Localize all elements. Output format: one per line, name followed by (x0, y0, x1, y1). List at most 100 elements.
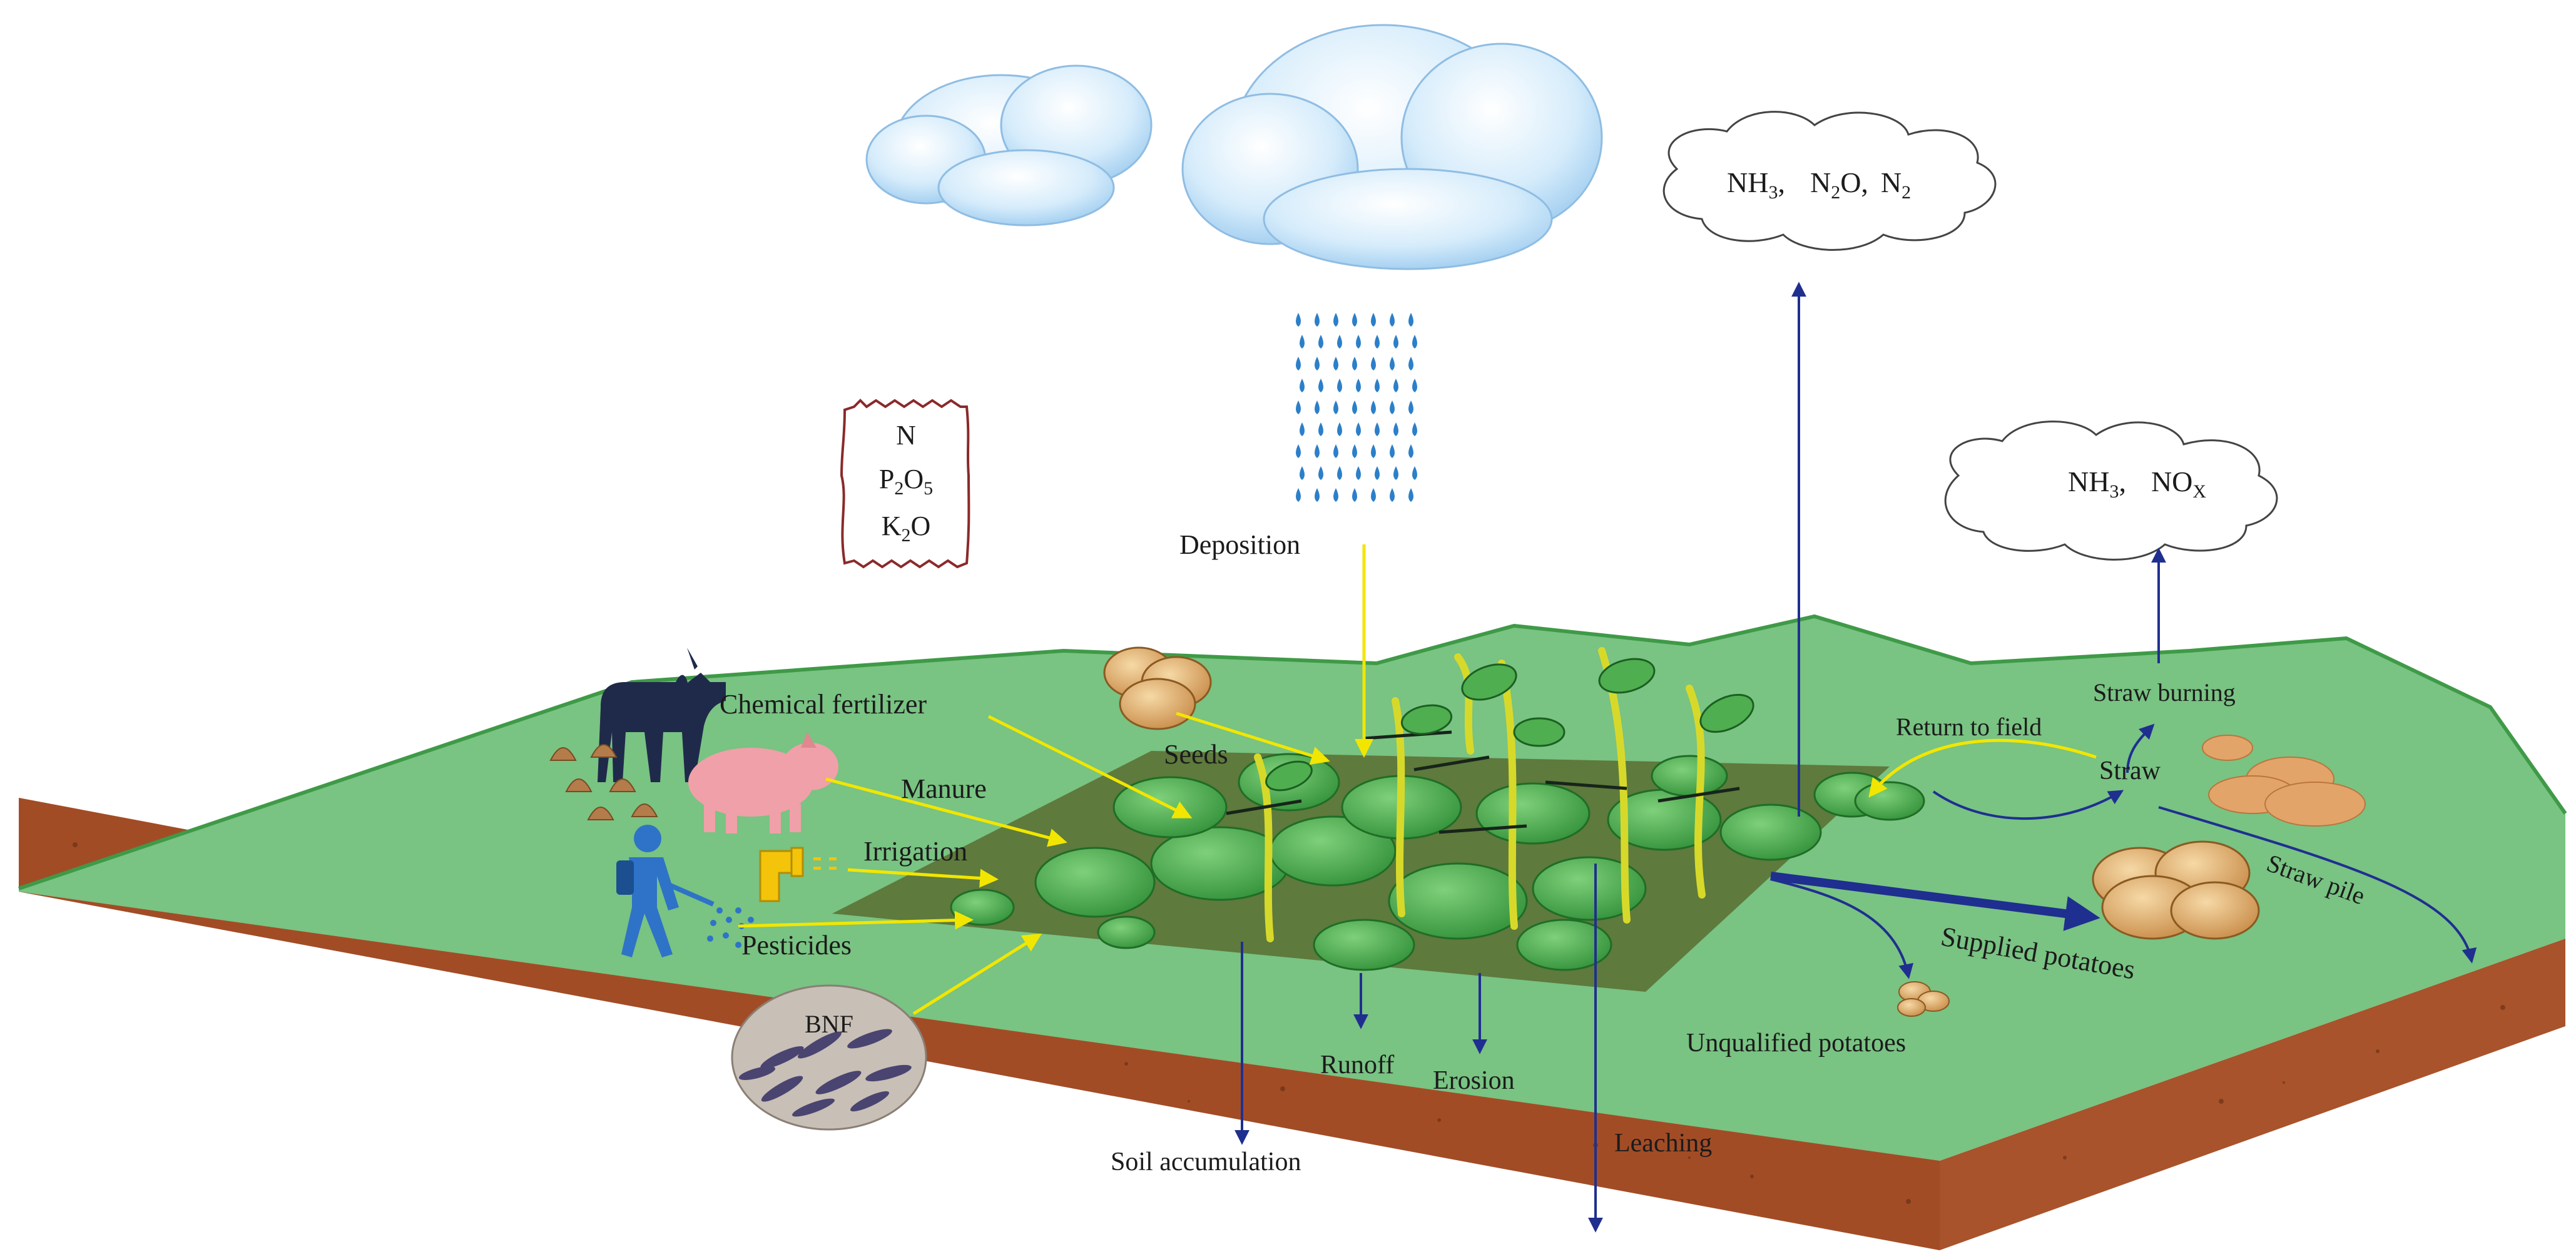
pesticides-label: Pesticides (741, 930, 852, 961)
soil-accumulation-label: Soil accumulation (1111, 1148, 1301, 1176)
return-to-field-label: Return to field (1896, 713, 2042, 741)
rain-drop (1352, 313, 1357, 327)
pig-icon (688, 732, 838, 833)
straw-label: Straw (2099, 757, 2161, 785)
rain-drop (1412, 335, 1417, 349)
output-arrows (1235, 282, 2477, 1233)
bag-n-label: N (896, 420, 916, 451)
rain-drop (1371, 444, 1376, 458)
rain-drop (1296, 357, 1301, 370)
rain-drop (1315, 444, 1320, 458)
rain-drop (1412, 422, 1417, 436)
rain-drop (1296, 313, 1301, 327)
emission-cloud-side (1944, 421, 2278, 561)
rain-drop (1333, 488, 1338, 502)
return-to-field-arrow (1868, 738, 2097, 798)
rain-drop (1315, 488, 1320, 502)
rain-drop (1408, 313, 1413, 327)
runoff-label: Runoff (1320, 1051, 1394, 1079)
rain-drop (1371, 313, 1376, 327)
rain-drop (1393, 335, 1398, 349)
rain-drop (1300, 466, 1305, 480)
rain-drop (1352, 444, 1357, 458)
bnf-label: BNF (805, 1010, 853, 1038)
manure-piles-icon (549, 744, 658, 820)
rain-drop (1371, 357, 1376, 370)
rain-drop (1375, 466, 1380, 480)
bnf-arrow (912, 933, 1042, 1016)
goat-icon (598, 648, 726, 782)
manure-label: Manure (901, 773, 987, 804)
chemical-fertilizer-label: Chemical fertilizer (720, 689, 927, 720)
rain-drop (1337, 422, 1342, 436)
rain-drop (1375, 379, 1380, 392)
supplied-potatoes-arrow (1770, 872, 2100, 931)
unqualified-potatoes-icon (1897, 981, 1950, 1017)
rain-drops (1296, 313, 1417, 502)
rain-drop (1300, 379, 1305, 392)
rain-drop (1408, 400, 1413, 414)
rain-drop (1356, 466, 1361, 480)
fertilizer-bag-icon (840, 399, 970, 569)
rain-drop (1337, 379, 1342, 392)
irrigation-arrow (847, 868, 999, 888)
unqualified-arrow (1770, 878, 1913, 979)
rain-drop (1393, 466, 1398, 480)
bag-k2o-label: K2O (882, 511, 931, 546)
input-arrows (738, 544, 2097, 1016)
rain-drop (1412, 466, 1417, 480)
pesticides-arrow (738, 910, 974, 930)
irrigation-pipe-icon (759, 847, 804, 902)
rain-drop (1315, 400, 1320, 414)
rain-drop (1333, 400, 1338, 414)
straw-flow-arrow (1932, 790, 2124, 820)
supplied-potatoes-icon (2092, 840, 2260, 940)
rain-drop (1318, 422, 1323, 436)
straw-pile-icon (2202, 735, 2366, 827)
emission-cloud-main (1662, 111, 1997, 251)
rain-drop (1333, 357, 1338, 370)
seeds-arrow (1176, 711, 1330, 765)
seeds-label: Seeds (1164, 739, 1228, 770)
rain-drop (1393, 422, 1398, 436)
leaching-label: Leaching (1614, 1129, 1712, 1158)
manure-arrow (825, 777, 1067, 847)
rain-drop (1393, 379, 1398, 392)
rain-drop (1333, 444, 1338, 458)
rain-drop (1296, 444, 1301, 458)
rain-drop (1408, 488, 1413, 502)
straw-burning-label: Straw burning (2093, 678, 2236, 706)
rain-drop (1337, 335, 1342, 349)
bnf-bacteria-icon (731, 984, 927, 1131)
seed-potatoes-icon (1103, 646, 1212, 730)
straw-burning-arrow (2126, 723, 2155, 773)
rain-cloud-large (1181, 24, 1603, 270)
rain-drop (1390, 488, 1395, 502)
rain-drop (1337, 466, 1342, 480)
deposition-label: Deposition (1179, 529, 1300, 560)
irrigation-label: Irrigation (863, 836, 967, 867)
rain-drop (1356, 335, 1361, 349)
bag-p2o5-label: P2O5 (879, 464, 933, 499)
rain-drop (1356, 422, 1361, 436)
rain-drop (1352, 400, 1357, 414)
rain-drop (1296, 400, 1301, 414)
emissions-side-label: NH3,NOX (2068, 466, 2206, 502)
rain-drop (1356, 379, 1361, 392)
rain-drop (1375, 335, 1380, 349)
rain-drop (1390, 357, 1395, 370)
rain-drop (1412, 379, 1417, 392)
rain-drop (1371, 488, 1376, 502)
rain-drop (1390, 444, 1395, 458)
rain-drop (1408, 357, 1413, 370)
straw-pile-arrow (2158, 806, 2477, 964)
rain-drop (1371, 400, 1376, 414)
rain-drop (1315, 357, 1320, 370)
rain-drop (1408, 444, 1413, 458)
rain-drop (1333, 313, 1338, 327)
chemical-fertilizer-arrow (987, 715, 1193, 818)
rain-drop (1318, 466, 1323, 480)
erosion-label: Erosion (1433, 1066, 1515, 1095)
sprayer-person-icon (616, 825, 715, 957)
